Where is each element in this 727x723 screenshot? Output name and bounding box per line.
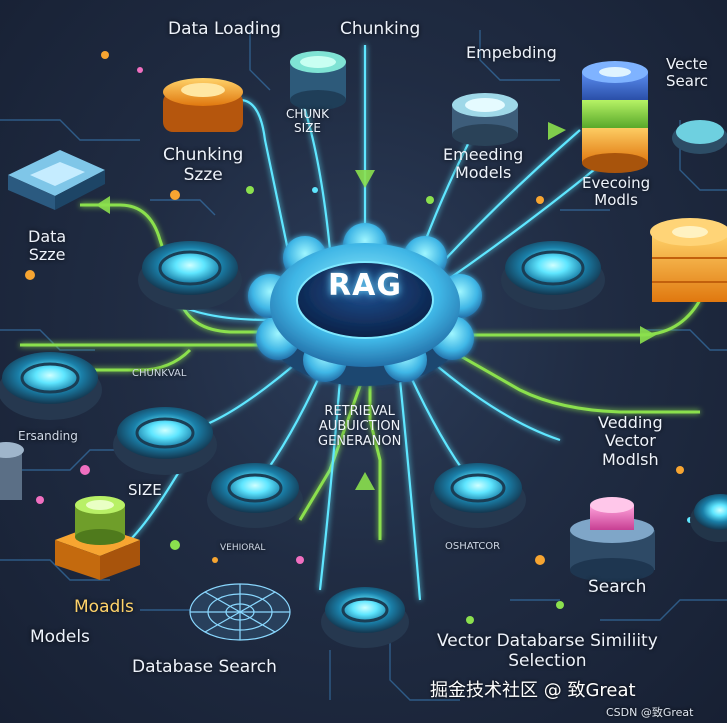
label-chunkval: CHUNKVAL bbox=[132, 368, 187, 379]
disc-left-lower bbox=[113, 407, 217, 475]
label-embedding: Empebding bbox=[466, 43, 557, 62]
label-search: Search bbox=[588, 577, 647, 597]
watermark-juejin: 掘金技术社区 @ 致Great bbox=[430, 680, 636, 701]
orange-stack-right bbox=[650, 218, 727, 302]
label-vehioral: VEHIORAL bbox=[220, 543, 266, 553]
disc-right-lower bbox=[430, 463, 526, 528]
label-models: Models bbox=[30, 627, 90, 647]
label-moadls: Moadls bbox=[74, 597, 134, 617]
ring-right-edge bbox=[690, 494, 727, 542]
label-embedding-left: Ersanding bbox=[18, 429, 78, 443]
label-vector-database-selection: Vector Databarse Similiity Selection bbox=[437, 631, 658, 671]
label-chunking: Chunking bbox=[340, 19, 421, 39]
vector-db-stack bbox=[582, 61, 648, 173]
web-globe bbox=[189, 583, 291, 641]
label-retrieval: RETRIEVAL AUBUICTION GENERANON bbox=[318, 404, 402, 449]
label-size: SIZE bbox=[128, 481, 162, 499]
disc-bottom-center bbox=[321, 587, 409, 648]
label-database-search: Database Search bbox=[132, 657, 277, 677]
arrow-heads bbox=[96, 122, 656, 490]
orange-node-top-left bbox=[163, 78, 243, 132]
disc-left-mid bbox=[0, 352, 102, 420]
disc-left-upper bbox=[138, 241, 242, 310]
label-vector-search: Vecte Searc bbox=[666, 55, 709, 91]
label-data-size: Data Szze bbox=[28, 227, 67, 265]
label-evecoing-models: Evecoing Modls bbox=[582, 174, 651, 210]
embedding-disk bbox=[452, 93, 518, 146]
orange-stack-bottom-left bbox=[55, 496, 140, 580]
label-vedding-vector: Vedding Vector Modlsh bbox=[598, 413, 663, 469]
teal-disk-right bbox=[672, 120, 727, 154]
label-chunk-size: CHUNK SIZE bbox=[286, 107, 330, 135]
grey-stack-left-edge bbox=[0, 442, 24, 500]
chunk-stack bbox=[290, 51, 346, 110]
label-data-loading: Data Loading bbox=[168, 19, 282, 39]
data-chip bbox=[8, 150, 105, 210]
pink-stack bbox=[570, 497, 655, 582]
disc-right-upper bbox=[501, 241, 605, 310]
label-oshatcor: OSHATCOR bbox=[445, 541, 501, 552]
watermark-csdn: CSDN @致Great bbox=[606, 706, 694, 719]
label-embedding-models: Emeeding Models bbox=[443, 145, 524, 183]
rag-hub bbox=[248, 223, 482, 386]
disc-bottom-left bbox=[207, 463, 303, 528]
label-chunking-size: Chunking Szze bbox=[163, 145, 244, 185]
rag-hub-label: RAG bbox=[328, 268, 402, 303]
